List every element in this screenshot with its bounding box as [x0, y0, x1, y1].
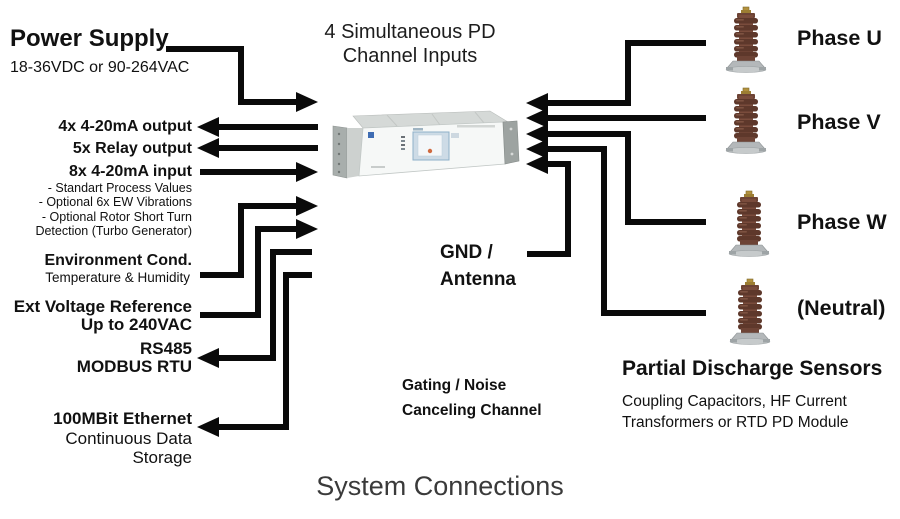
phase-u-label: Phase U	[797, 26, 882, 50]
coupling-capacitor-icon	[729, 278, 771, 345]
analog-output-label: 4x 4-20mA output	[58, 118, 192, 135]
wire-rs485-v	[270, 249, 276, 361]
wire-gnd-v	[565, 161, 571, 257]
wire-env-v	[238, 203, 244, 278]
coupling-capacitor-icon	[725, 6, 767, 73]
wire-phase-w-h2	[546, 131, 631, 137]
rs485-label: RS485	[140, 339, 192, 358]
wire-ethernet-v	[283, 272, 289, 430]
note-line: Detection (Turbo Generator)	[35, 224, 192, 239]
wire-extv-h2	[255, 226, 298, 232]
center-caption: 4 Simultaneous PD Channel Inputs	[310, 20, 510, 68]
wire-phase-u-h2	[546, 100, 631, 106]
ethernet-sub1: Continuous Data	[65, 429, 192, 448]
wire-rs485-h2	[270, 249, 312, 255]
gnd-line1: GND /	[440, 242, 493, 263]
wire-neutral-h2	[546, 146, 607, 152]
arrow-relay-output-icon	[197, 138, 219, 158]
coupling-capacitor-icon	[725, 87, 767, 154]
pd-monitor-device	[332, 110, 520, 179]
wire-power-v	[238, 46, 244, 105]
pd-sensors-title: Partial Discharge Sensors	[622, 357, 883, 380]
wire-phase-u-h1	[629, 40, 706, 46]
note-line: - Optional Rotor Short Turn	[41, 209, 192, 224]
wire-neutral-h1	[601, 310, 706, 316]
arrow-gnd-icon	[526, 154, 548, 174]
ethernet-label: 100MBit Ethernet	[53, 409, 192, 428]
gnd-antenna-label: GND / Antenna	[440, 239, 516, 293]
wire-gnd-h2	[546, 161, 571, 167]
arrow-power-in-icon	[296, 92, 318, 112]
wire-analog-input	[200, 169, 298, 175]
arrow-analog-input-icon	[296, 162, 318, 182]
ethernet-sub2: Storage	[132, 448, 192, 467]
caption-line1: 4 Simultaneous PD	[324, 21, 496, 43]
pd-sensors-subtitle1: Coupling Capacitors, HF Current	[622, 393, 847, 410]
phase-w-label: Phase W	[797, 210, 887, 234]
coupling-capacitor-icon	[728, 190, 770, 257]
wire-gnd-h1	[527, 251, 571, 257]
analog-input-notes: - Standart Process Values - Optional 6x …	[35, 181, 192, 239]
wire-env-h2	[238, 203, 298, 209]
neutral-label: (Neutral)	[797, 296, 886, 320]
arrow-ethernet-icon	[197, 417, 219, 437]
gating-line2: Canceling Channel	[402, 402, 542, 419]
gnd-line2: Antenna	[440, 269, 516, 290]
wire-analog-output	[216, 124, 318, 130]
wire-relay-output	[216, 145, 318, 151]
environment-subtitle: Temperature & Humidity	[45, 270, 190, 285]
wire-extv-v	[255, 226, 261, 318]
wire-phase-w-h1	[625, 219, 706, 225]
arrow-analog-output-icon	[197, 117, 219, 137]
relay-output-label: 5x Relay output	[72, 140, 192, 157]
arrow-extv-in-icon	[296, 219, 318, 239]
wire-ethernet-h1	[215, 424, 289, 430]
wire-rs485-h1	[215, 355, 276, 361]
arrow-rs485-icon	[197, 348, 219, 368]
analog-input-label: 8x 4-20mA input	[69, 163, 192, 180]
wire-ethernet-h2	[283, 272, 312, 278]
wire-phase-v	[546, 115, 706, 121]
ext-voltage-line2: Up to 240VAC	[80, 315, 192, 334]
wire-env-h1	[200, 272, 244, 278]
arrow-env-in-icon	[296, 196, 318, 216]
page-title: System Connections	[316, 471, 564, 501]
wire-phase-w-v	[625, 131, 631, 225]
power-supply-subtitle: 18-36VDC or 90-264VAC	[10, 59, 190, 76]
gating-line1: Gating / Noise	[402, 377, 507, 394]
note-line: - Optional 6x EW Vibrations	[38, 195, 192, 210]
power-supply-title: Power Supply	[10, 25, 169, 52]
phase-v-label: Phase V	[797, 110, 881, 134]
caption-line2: Channel Inputs	[342, 45, 478, 67]
note-line: - Standart Process Values	[47, 181, 192, 195]
wire-power-h1	[166, 46, 244, 52]
wire-power-h2	[238, 99, 298, 105]
ext-voltage-line1: Ext Voltage Reference	[13, 297, 192, 316]
arrow-phase-v-icon	[526, 108, 548, 128]
environment-title: Environment Cond.	[44, 252, 192, 269]
wire-extv-h1	[200, 312, 261, 318]
wire-neutral-v	[601, 146, 607, 316]
modbus-label: MODBUS RTU	[76, 357, 192, 376]
wire-phase-u-v	[625, 40, 631, 106]
pd-sensors-subtitle2: Transformers or RTD PD Module	[622, 414, 849, 431]
